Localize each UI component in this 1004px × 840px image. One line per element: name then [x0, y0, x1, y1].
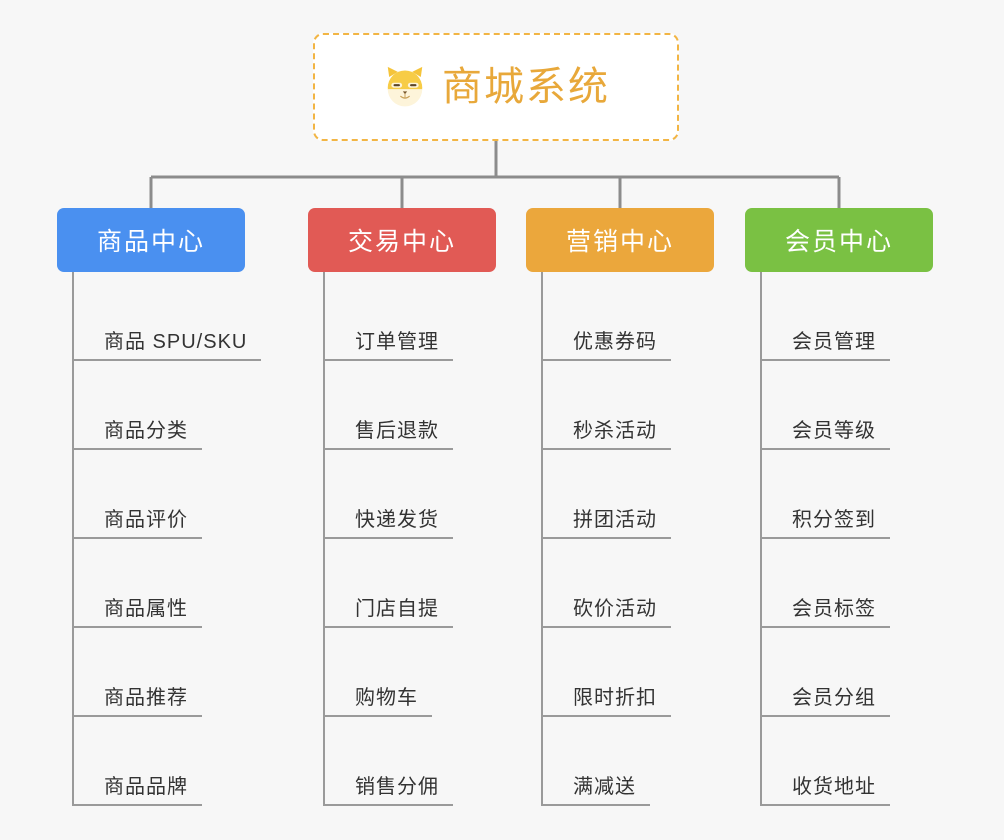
category-box-3[interactable]: 营销中心	[526, 208, 714, 272]
leaf-item[interactable]: 快递发货	[325, 450, 496, 539]
leaf-item[interactable]: 商品评价	[74, 450, 261, 539]
root-node[interactable]: 商城系统	[313, 33, 679, 141]
leaf-item[interactable]: 会员分组	[762, 628, 933, 717]
leaf-item[interactable]: 门店自提	[325, 539, 496, 628]
leaf-label: 商品 SPU/SKU	[74, 332, 262, 361]
shiba-dog-face-icon	[387, 66, 423, 107]
leaf-label: 秒杀活动	[543, 421, 671, 450]
leaf-item[interactable]: 购物车	[325, 628, 496, 717]
leaf-item[interactable]: 订单管理	[325, 272, 496, 361]
leaf-label: 会员管理	[762, 332, 890, 361]
branch-column-3: 营销中心 优惠券码 秒杀活动 拼团活动 砍价活动 限时折扣 满减送	[526, 208, 714, 806]
leaf-label: 门店自提	[325, 599, 453, 628]
leaf-label: 商品评价	[74, 510, 202, 539]
leaf-label: 会员等级	[762, 421, 890, 450]
leaf-label: 商品属性	[74, 599, 202, 628]
leaf-item[interactable]: 会员等级	[762, 361, 933, 450]
branch-spine-2: 订单管理 售后退款 快递发货 门店自提 购物车 销售分佣	[323, 272, 496, 806]
leaf-item[interactable]: 拼团活动	[543, 450, 714, 539]
category-box-4[interactable]: 会员中心	[745, 208, 933, 272]
leaf-item[interactable]: 售后退款	[325, 361, 496, 450]
leaf-label: 商品分类	[74, 421, 202, 450]
category-box-1[interactable]: 商品中心	[57, 208, 245, 272]
leaf-item[interactable]: 满减送	[543, 717, 714, 806]
leaf-item[interactable]: 优惠券码	[543, 272, 714, 361]
category-box-2[interactable]: 交易中心	[308, 208, 496, 272]
leaf-label: 积分签到	[762, 510, 890, 539]
leaf-label: 销售分佣	[325, 777, 453, 806]
branch-column-4: 会员中心 会员管理 会员等级 积分签到 会员标签 会员分组 收货地址	[745, 208, 933, 806]
leaf-label: 购物车	[325, 688, 432, 717]
leaf-item[interactable]: 商品 SPU/SKU	[74, 272, 262, 361]
leaf-label: 会员标签	[762, 599, 890, 628]
category-label-2: 交易中心	[347, 228, 456, 256]
leaf-item[interactable]: 限时折扣	[543, 628, 714, 717]
branch-spine-3: 优惠券码 秒杀活动 拼团活动 砍价活动 限时折扣 满减送	[541, 272, 714, 806]
leaf-label: 会员分组	[762, 688, 890, 717]
leaf-label: 商品品牌	[74, 777, 202, 806]
category-label-4: 会员中心	[784, 228, 893, 256]
leaf-item[interactable]: 秒杀活动	[543, 361, 714, 450]
leaf-label: 订单管理	[325, 332, 453, 361]
leaf-item[interactable]: 会员管理	[762, 272, 933, 361]
leaf-item[interactable]: 商品分类	[74, 361, 261, 450]
branch-spine-1: 商品 SPU/SKU 商品分类 商品评价 商品属性 商品推荐 商品品牌	[72, 272, 262, 806]
leaf-label: 拼团活动	[543, 510, 671, 539]
leaf-label: 满减送	[543, 777, 650, 806]
leaf-label: 快递发货	[325, 510, 453, 539]
leaf-label: 商品推荐	[74, 688, 202, 717]
branch-column-1: 商品中心 商品 SPU/SKU 商品分类 商品评价 商品属性 商品推荐 商品品牌	[57, 208, 262, 806]
leaf-label: 收货地址	[762, 777, 890, 806]
leaf-item[interactable]: 商品属性	[74, 539, 261, 628]
leaf-item[interactable]: 收货地址	[762, 717, 933, 806]
leaf-item[interactable]: 会员标签	[762, 539, 933, 628]
leaf-item[interactable]: 砍价活动	[543, 539, 714, 628]
leaf-item[interactable]: 商品推荐	[74, 628, 261, 717]
leaf-item[interactable]: 商品品牌	[74, 717, 261, 806]
leaf-label: 售后退款	[325, 421, 453, 450]
branch-spine-4: 会员管理 会员等级 积分签到 会员标签 会员分组 收货地址	[760, 272, 933, 806]
leaf-item[interactable]: 销售分佣	[325, 717, 496, 806]
category-label-1: 商品中心	[96, 228, 205, 256]
branch-column-2: 交易中心 订单管理 售后退款 快递发货 门店自提 购物车 销售分佣	[308, 208, 496, 806]
root-title: 商城系统	[442, 65, 610, 109]
leaf-label: 限时折扣	[543, 688, 671, 717]
leaf-label: 砍价活动	[543, 599, 671, 628]
leaf-item[interactable]: 积分签到	[762, 450, 933, 539]
category-label-3: 营销中心	[565, 228, 674, 256]
leaf-label: 优惠券码	[543, 332, 671, 361]
